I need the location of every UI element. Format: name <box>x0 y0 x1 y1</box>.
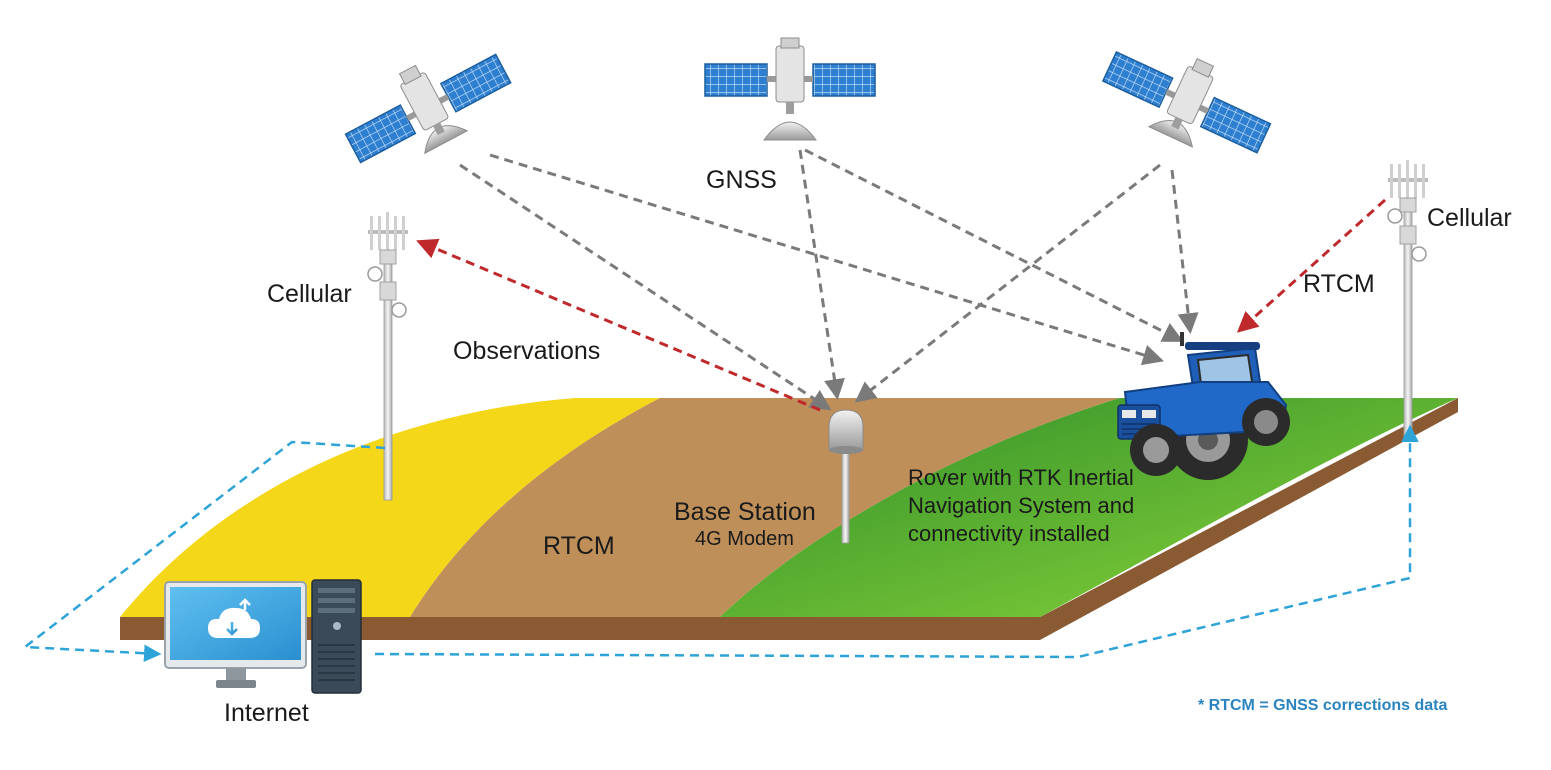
gnss-links <box>459 148 1199 411</box>
rtcm-links <box>416 198 1387 412</box>
rtcm-label-right: RTCM <box>1303 270 1375 298</box>
base-station-label: Base Station <box>674 498 816 526</box>
internet-link-right <box>374 424 1419 659</box>
field <box>120 398 1458 640</box>
field-green <box>720 398 1458 617</box>
footnote: * RTCM = GNSS corrections data <box>1198 697 1448 714</box>
rtcm-label-field: RTCM <box>543 532 615 560</box>
observations-link <box>416 238 821 412</box>
rover-label-line2: Navigation System and <box>908 493 1135 518</box>
cellular-label-left: Cellular <box>267 280 352 308</box>
field-brown <box>410 398 1120 617</box>
rover-label-line1: Rover with RTK Inertial <box>908 465 1134 490</box>
internet-link-left <box>21 440 386 663</box>
modem-label: 4G Modem <box>695 528 794 550</box>
computer-icon <box>164 579 362 694</box>
satellite-icon <box>1101 50 1272 154</box>
cloud-sync-icon <box>208 598 260 638</box>
gnss-link <box>489 153 1165 366</box>
gnss-link <box>459 163 832 411</box>
gnss-link <box>804 148 1184 342</box>
tractor-icon <box>1117 332 1290 480</box>
cell-tower-icon <box>1387 160 1428 441</box>
satellite-icon <box>344 53 512 164</box>
observations-label: Observations <box>453 337 601 365</box>
internet-label: Internet <box>224 699 309 727</box>
satellite-icon <box>704 37 876 141</box>
cellular-label-right: Cellular <box>1427 204 1512 232</box>
internet-links <box>21 424 1419 663</box>
gnss-label: GNSS <box>706 166 777 194</box>
gnss-link <box>1170 169 1199 335</box>
gnss-link <box>854 163 1161 403</box>
field-yellow <box>120 398 660 617</box>
gnss-link <box>798 149 845 401</box>
rover-label-line3: connectivity installed <box>908 521 1110 546</box>
cell-tower-icon <box>367 212 408 501</box>
base-station-antenna-icon <box>828 409 864 544</box>
rtcm-link <box>1236 198 1387 333</box>
